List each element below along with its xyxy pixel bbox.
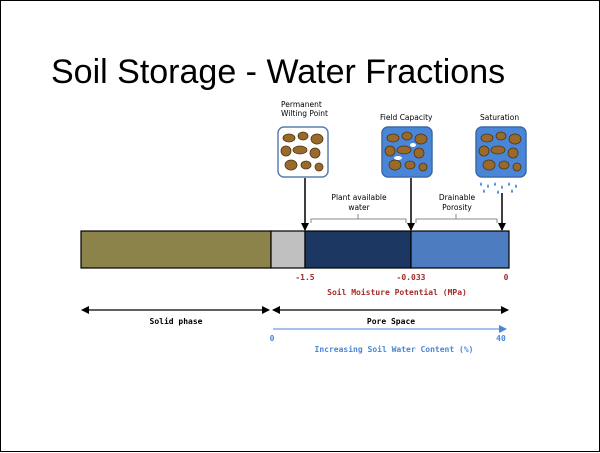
solid-phase-label: Solid phase xyxy=(150,316,203,326)
plant-available-label-1: Plant available xyxy=(331,193,387,202)
potential-axis-label: Soil Moisture Potential (MPa) xyxy=(327,287,467,297)
solid-segment xyxy=(80,230,272,269)
dry-soil-icon xyxy=(277,126,329,178)
plant-available-segment xyxy=(304,230,412,269)
pore-space-label: Pore Space xyxy=(367,317,415,326)
drainable-label-1: Drainable xyxy=(439,193,476,202)
potential-tick-wilting: -1.5 xyxy=(295,273,314,282)
water-drops-icon xyxy=(480,182,517,194)
soil-fraction-bar xyxy=(80,230,510,269)
potential-tick-field-capacity: -0.033 xyxy=(397,273,426,282)
saturated-soil-icon xyxy=(475,126,527,178)
drainable-label-2: Porosity xyxy=(442,203,472,212)
plant-available-bracket xyxy=(310,214,407,223)
state-label-wilting-1: Permanent xyxy=(281,100,322,109)
water-content-label: Increasing Soil Water Content (%) xyxy=(315,344,474,354)
state-label-saturation: Saturation xyxy=(480,113,519,122)
potential-tick-saturation: 0 xyxy=(504,273,509,282)
drainable-bracket xyxy=(415,214,498,223)
drainable-segment xyxy=(410,230,510,269)
moist-soil-icon xyxy=(381,126,433,178)
plant-available-label-2: water xyxy=(348,203,370,212)
water-content-max: 40 xyxy=(496,334,506,343)
state-label-wilting-2: Wilting Point xyxy=(281,109,328,118)
water-content-min: 0 xyxy=(270,334,275,343)
unavailable-water-segment xyxy=(270,230,306,269)
state-label-field-capacity: Field Capacity xyxy=(380,113,433,122)
slide-title: Soil Storage - Water Fractions xyxy=(51,53,506,91)
